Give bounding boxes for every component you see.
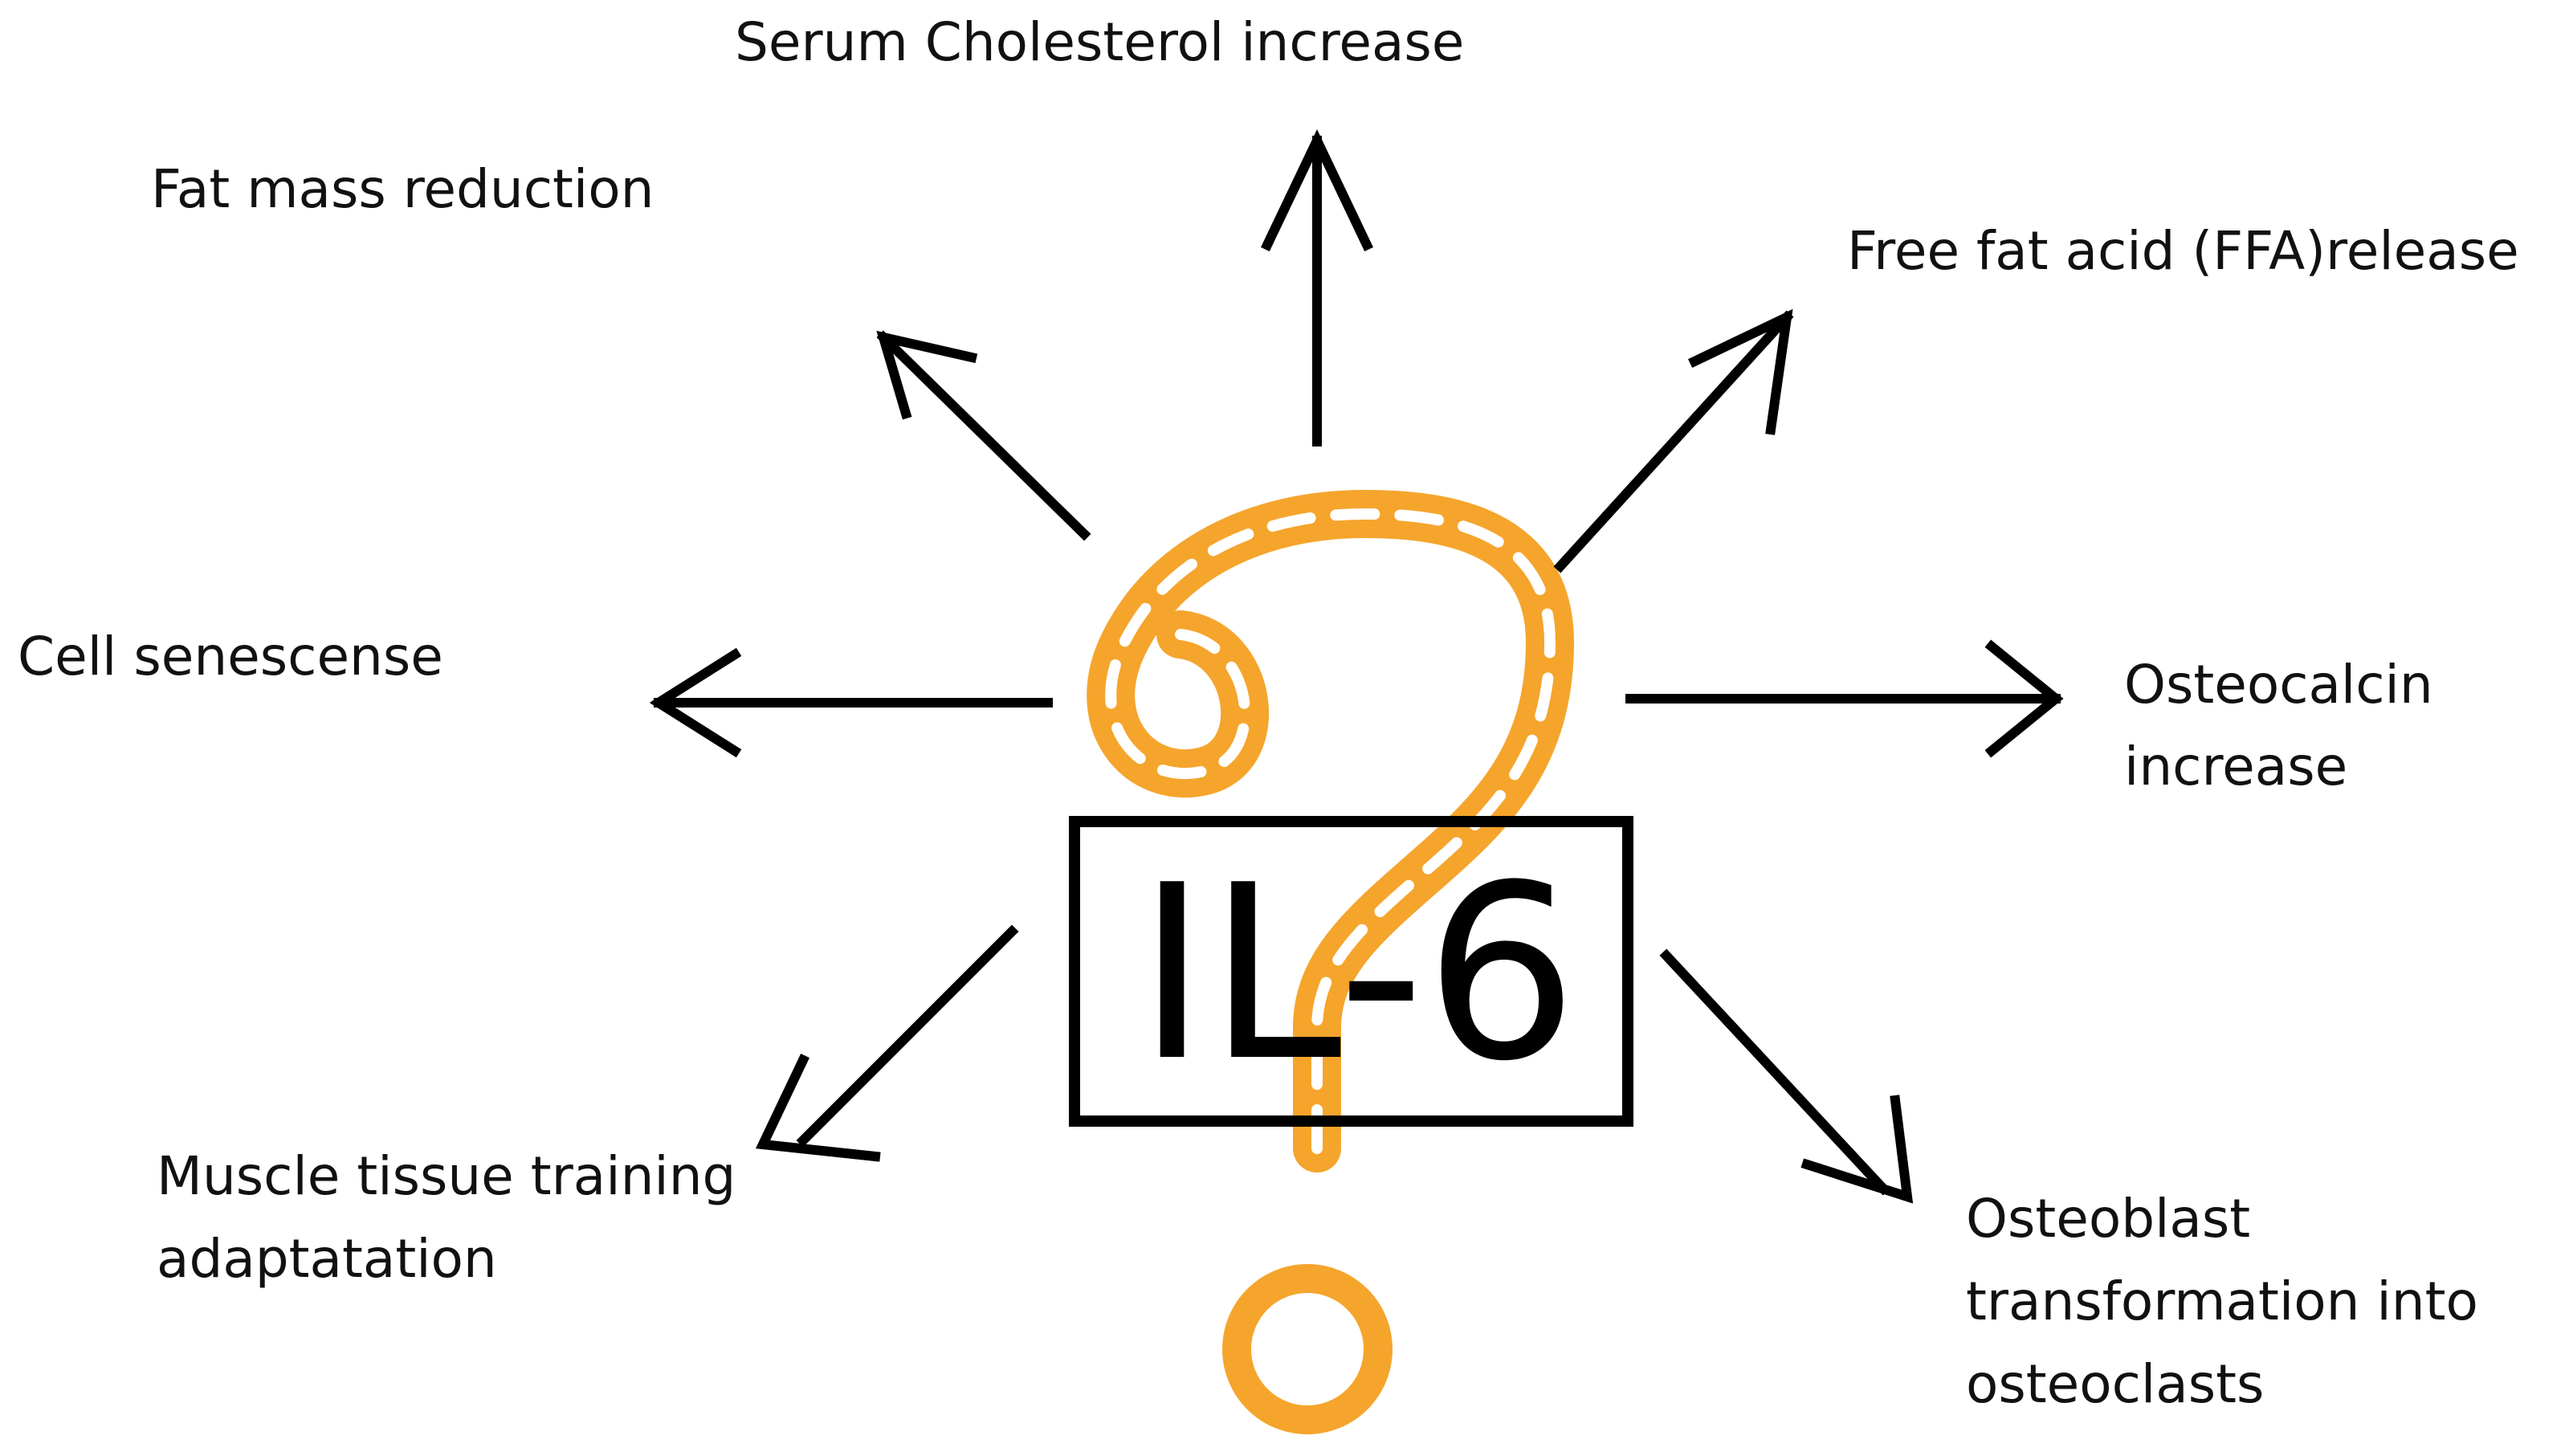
arrow-up-right	[1553, 308, 1794, 573]
arrow-down-left	[755, 924, 1019, 1162]
label-ffa-release: Free fat acid (FFA)release	[1847, 220, 2519, 282]
effect-labels: Serum Cholesterol increase Fat mass redu…	[18, 11, 2519, 1415]
arrow-up	[1261, 129, 1373, 447]
arrow-left	[649, 647, 1053, 758]
label-serum-cholesterol: Serum Cholesterol increase	[735, 11, 1464, 73]
arrows	[649, 129, 2064, 1204]
label-fat-mass-reduction: Fat mass reduction	[151, 158, 654, 220]
il6-label: IL-6	[1136, 834, 1577, 1114]
arrow-down-right	[1659, 948, 1914, 1204]
label-osteoblast-transformation: Osteoblast transformation into osteoclas…	[1966, 1188, 2495, 1415]
label-osteocalcin-increase: Osteocalcin increase	[2124, 654, 2450, 797]
question-mark-icon	[1087, 489, 1575, 1434]
label-cell-senescense: Cell senescense	[18, 626, 443, 687]
label-muscle-adaptation: Muscle tissue training adaptatation	[157, 1145, 752, 1290]
arrow-right	[1625, 639, 2064, 758]
il6-box: IL-6	[1069, 816, 1633, 1127]
arrow-up-left	[876, 330, 1091, 541]
